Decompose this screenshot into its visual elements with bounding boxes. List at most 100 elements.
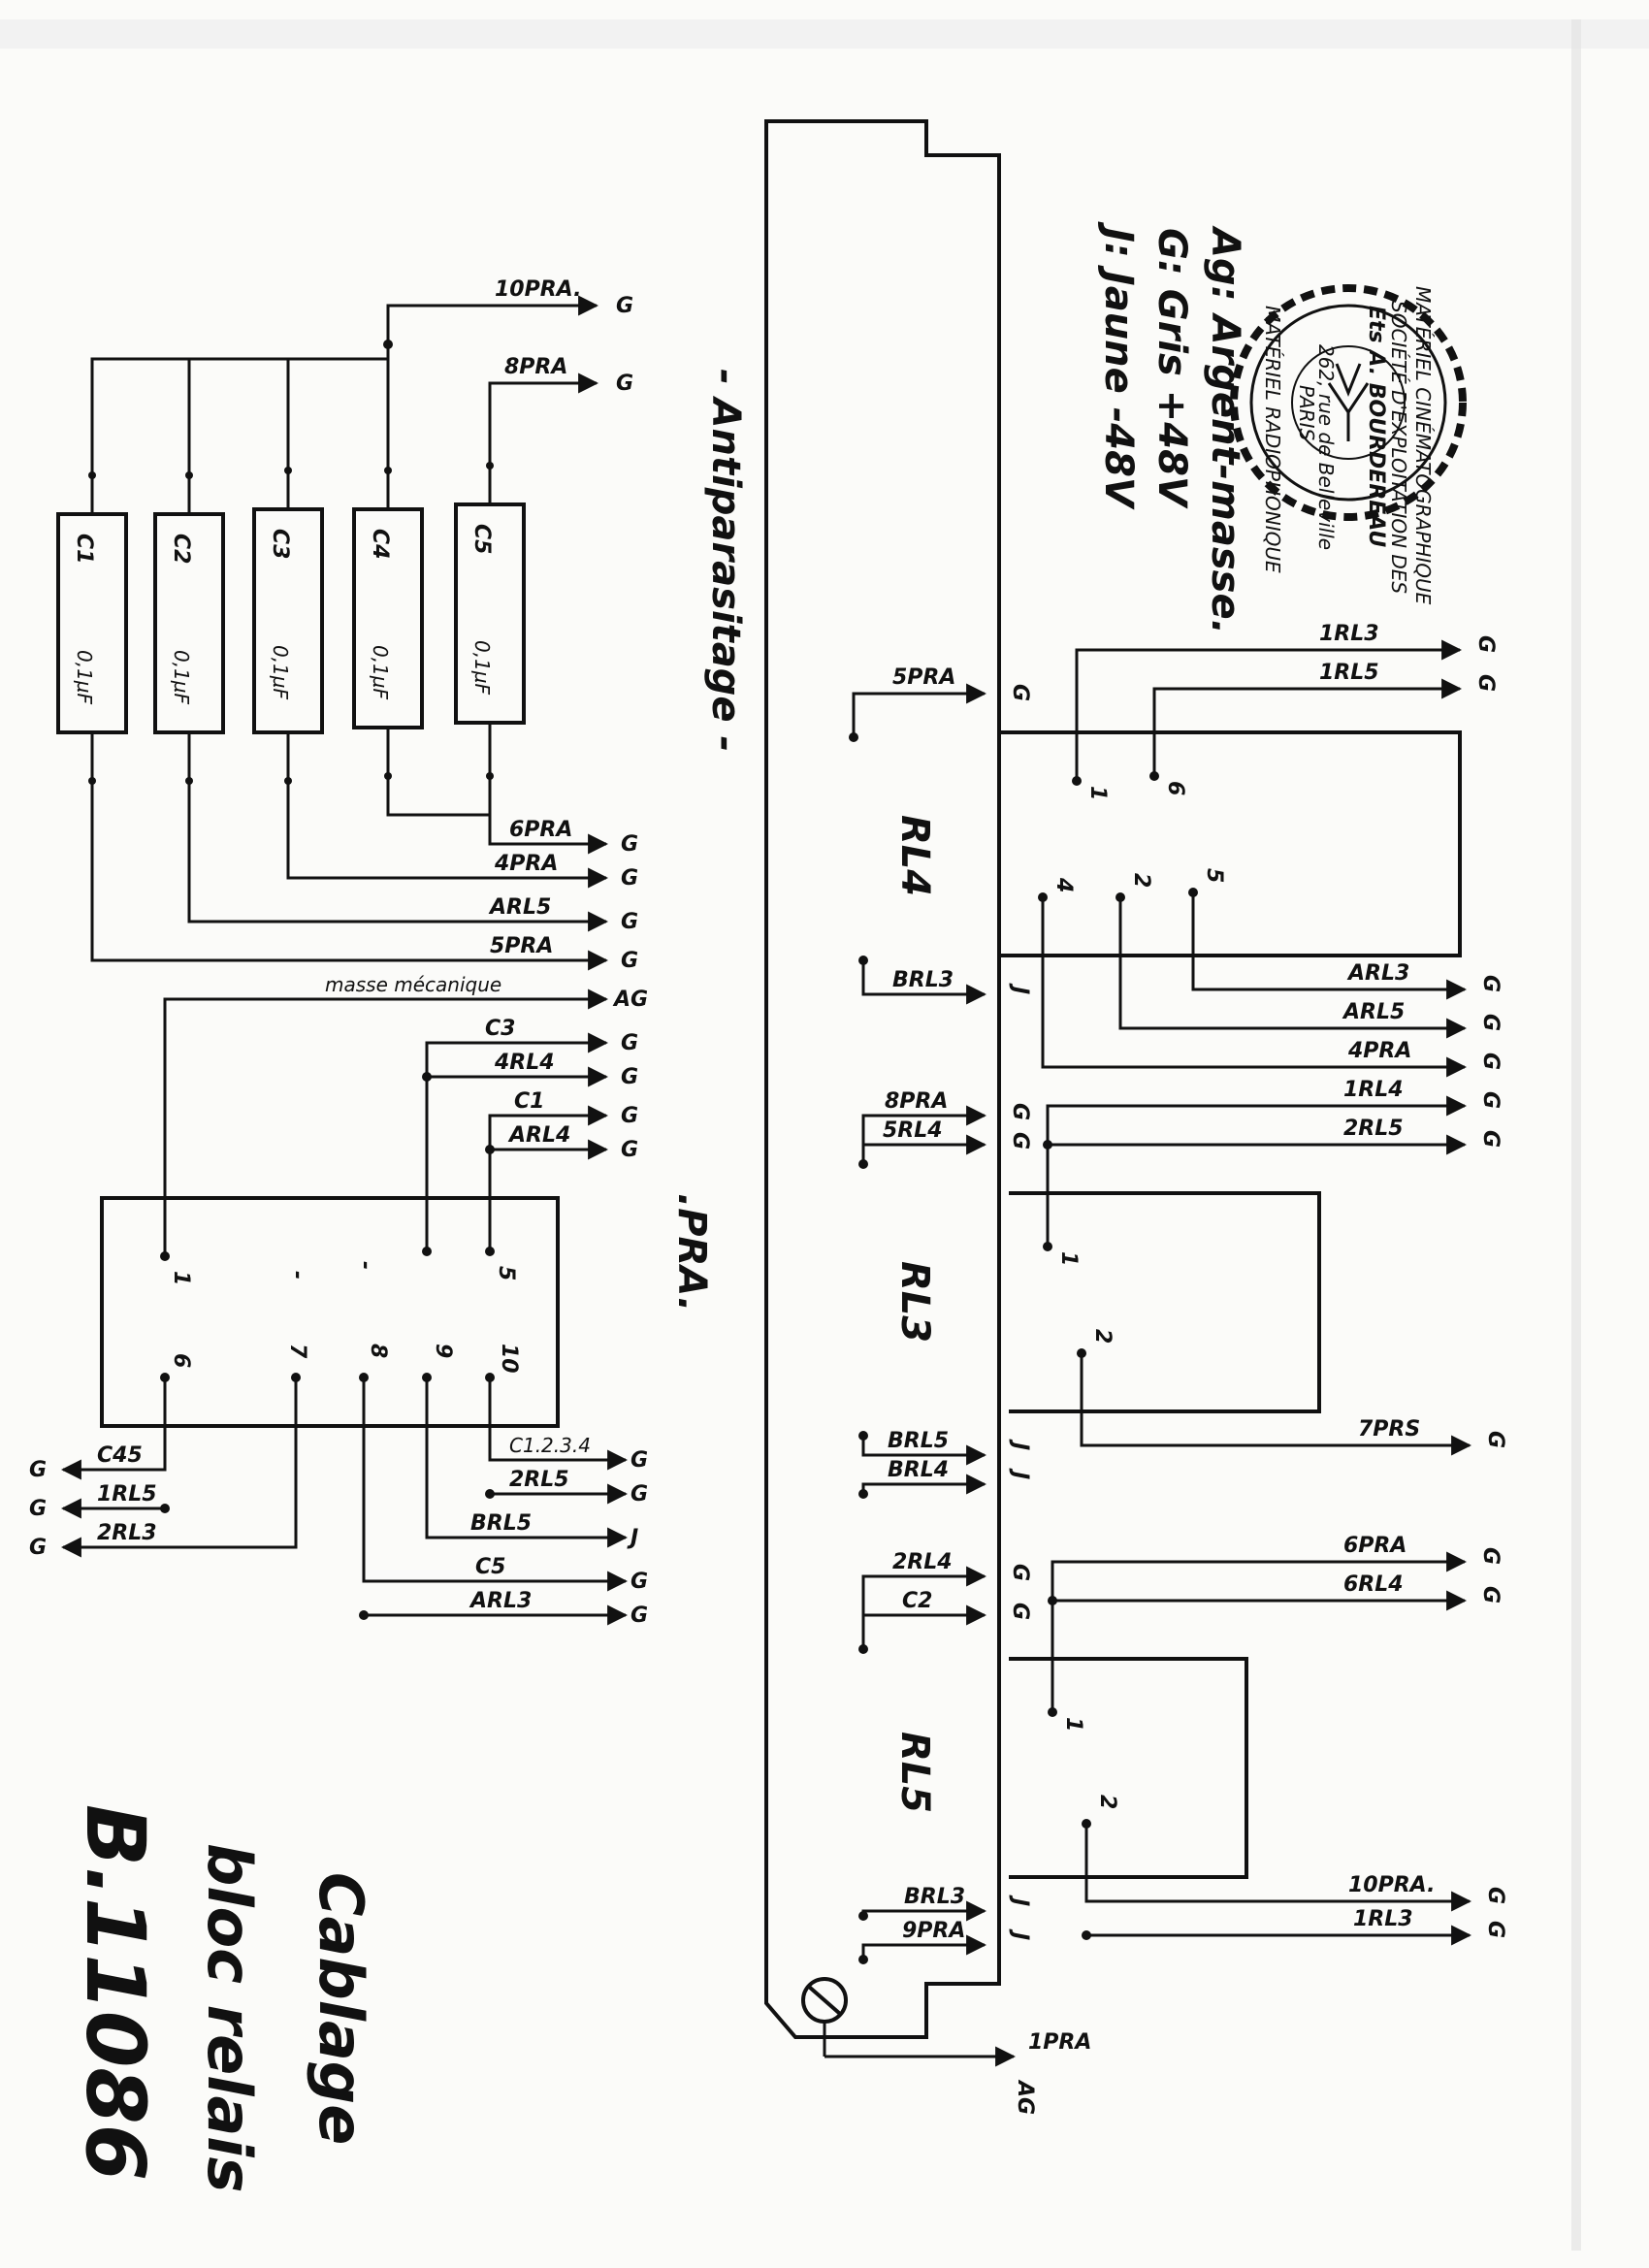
svg-text:-: - [353, 1261, 377, 1270]
company-stamp: MATÉRIEL CINÉMATOGRAPHIQUE SOCIÉTÉ D'EXP… [1230, 284, 1467, 605]
svg-text:9: 9 [431, 1344, 455, 1358]
svg-text:C3: C3 [268, 529, 292, 559]
svg-text:1: 1 [1061, 1717, 1085, 1732]
svg-text:G: G [1478, 1091, 1503, 1109]
pra-connector: 1 - - 5 6 7 8 9 10 C1.2.3.4 2RL5 BRL5 C5… [29, 1196, 648, 1628]
svg-text:G: G [1008, 1103, 1032, 1120]
relay-strip-outline [764, 119, 1001, 2039]
svg-text:G: G [1473, 635, 1498, 653]
svg-text:G: G [621, 1104, 638, 1128]
svg-text:.PRA.: .PRA. [669, 1193, 714, 1312]
title-line-3: B.11086 [68, 1804, 163, 2181]
svg-text:G: G [1483, 1887, 1507, 1904]
svg-text:1RL3: 1RL3 [1353, 1907, 1413, 1931]
cap-bottom-wire-group: 6PRA 4PRA ARL5 5PRA masse mécanique C3 4… [92, 818, 648, 1256]
legend-gris: G: Gris +48V [1149, 228, 1194, 509]
svg-text:0,1µF: 0,1µF [170, 650, 193, 705]
relay-label-rl5: RL5 [892, 1732, 937, 1813]
svg-text:0,1µF: 0,1µF [369, 645, 392, 700]
svg-text:RL3: RL3 [892, 1261, 937, 1343]
svg-text:RL5: RL5 [892, 1732, 937, 1813]
svg-text:G: G [1478, 1053, 1503, 1070]
svg-text:2: 2 [1090, 1329, 1115, 1344]
svg-text:2RL5: 2RL5 [1343, 1117, 1404, 1141]
svg-text:BRL5: BRL5 [470, 1511, 532, 1536]
svg-text:G: G [1483, 1921, 1507, 1938]
svg-text:6: 6 [169, 1353, 193, 1368]
svg-text:J: J [1008, 1928, 1032, 1940]
svg-text:G: G [29, 1497, 47, 1521]
svg-text:BRL5: BRL5 [888, 1429, 949, 1453]
svg-text:J: J [1008, 1468, 1032, 1479]
svg-text:5: 5 [494, 1266, 518, 1280]
svg-text:4PRA: 4PRA [494, 852, 558, 876]
antiparasitage-label: - Antiparasitage - [703, 369, 748, 752]
svg-text:G: G [29, 1536, 47, 1560]
scan-smudge-top [0, 19, 1649, 49]
svg-text:C2: C2 [169, 534, 193, 564]
title-line-1: Cablage [306, 1872, 376, 2145]
svg-text:BRL4: BRL4 [888, 1458, 949, 1482]
svg-text:G: G [630, 1482, 648, 1507]
svg-text:J: J [1008, 983, 1032, 994]
stamp-society: SOCIÉTÉ D'EXPLOITATION DES [1387, 301, 1410, 594]
svg-text:G: G [1478, 1014, 1503, 1031]
scan-smudge-right [1571, 19, 1581, 2251]
relay-pins: 1 6 4 2 5 1 2 1 2 [1038, 771, 1226, 1829]
svg-text:-: - [285, 1271, 309, 1280]
color-legend: J: Jaune -48V G: Gris +48V Ag: Argent-ma… [1096, 221, 1247, 634]
svg-text:C5: C5 [469, 524, 494, 554]
svg-text:1RL5: 1RL5 [97, 1482, 157, 1507]
svg-text:G: G [630, 1448, 648, 1473]
svg-text:5: 5 [1202, 868, 1226, 883]
svg-text:C4: C4 [368, 529, 392, 559]
svg-text:ARL5: ARL5 [1342, 1000, 1405, 1024]
svg-text:G: G [1483, 1431, 1507, 1448]
svg-text:AG: AG [612, 988, 648, 1012]
svg-text:G: G [29, 1458, 47, 1482]
svg-text:2RL4: 2RL4 [892, 1550, 953, 1574]
svg-text:C2: C2 [902, 1589, 932, 1613]
svg-text:C1: C1 [72, 534, 96, 564]
svg-text:G: G [621, 1031, 638, 1055]
svg-text:8: 8 [366, 1344, 390, 1358]
svg-text:10: 10 [497, 1344, 521, 1374]
svg-text:ARL3: ARL3 [1346, 961, 1409, 986]
svg-text:G: G [1008, 1564, 1032, 1581]
relay-label-rl3: RL3 [892, 1261, 937, 1343]
svg-text:C5: C5 [475, 1555, 505, 1579]
strip-left-wires: 5PRA BRL3 8PRA 5RL4 BRL5 BRL4 2RL4 C2 BR… [849, 665, 1091, 2115]
svg-text:J: J [627, 1526, 638, 1550]
svg-text:1RL5: 1RL5 [1319, 661, 1379, 685]
stamp-address: 262, rue de Belleville [1314, 344, 1338, 550]
svg-text:G: G [1473, 674, 1498, 692]
svg-text:10PRA.: 10PRA. [1348, 1873, 1435, 1897]
title-line-2: bloc relais [194, 1843, 265, 2192]
svg-text:0,1µF: 0,1µF [470, 640, 494, 696]
svg-text:ARL4: ARL4 [507, 1123, 570, 1148]
svg-text:6: 6 [1163, 781, 1187, 795]
svg-text:C45: C45 [97, 1443, 143, 1468]
svg-text:7PRS: 7PRS [1358, 1417, 1420, 1442]
svg-text:0,1µF: 0,1µF [269, 645, 292, 700]
svg-text:G: G [621, 866, 638, 891]
right-wires: 1RL3 1RL5 ARL3 ARL5 4PRA 1RL4 2RL5 7PRS … [1041, 622, 1507, 1946]
svg-text:4RL4: 4RL4 [494, 1051, 555, 1075]
stamp-ring-bottom: MATÉRIEL RADIOPHONIQUE [1261, 306, 1284, 573]
svg-text:6RL4: 6RL4 [1343, 1572, 1404, 1597]
pra-label: .PRA. [669, 1193, 714, 1312]
svg-text:5RL4: 5RL4 [883, 1118, 943, 1143]
svg-text:1RL4: 1RL4 [1343, 1078, 1404, 1102]
svg-text:C3: C3 [485, 1017, 515, 1041]
svg-text:4: 4 [1051, 877, 1076, 892]
svg-text:BRL3: BRL3 [892, 968, 954, 992]
stamp-ring-top: MATÉRIEL CINÉMATOGRAPHIQUE [1411, 286, 1435, 605]
wire-color-8pra: G [616, 372, 633, 396]
svg-text:G: G [1008, 684, 1032, 701]
svg-text:2: 2 [1129, 873, 1153, 888]
svg-text:6PRA: 6PRA [1343, 1534, 1406, 1558]
svg-text:G: G [1478, 1130, 1503, 1148]
svg-text:1: 1 [169, 1271, 193, 1285]
